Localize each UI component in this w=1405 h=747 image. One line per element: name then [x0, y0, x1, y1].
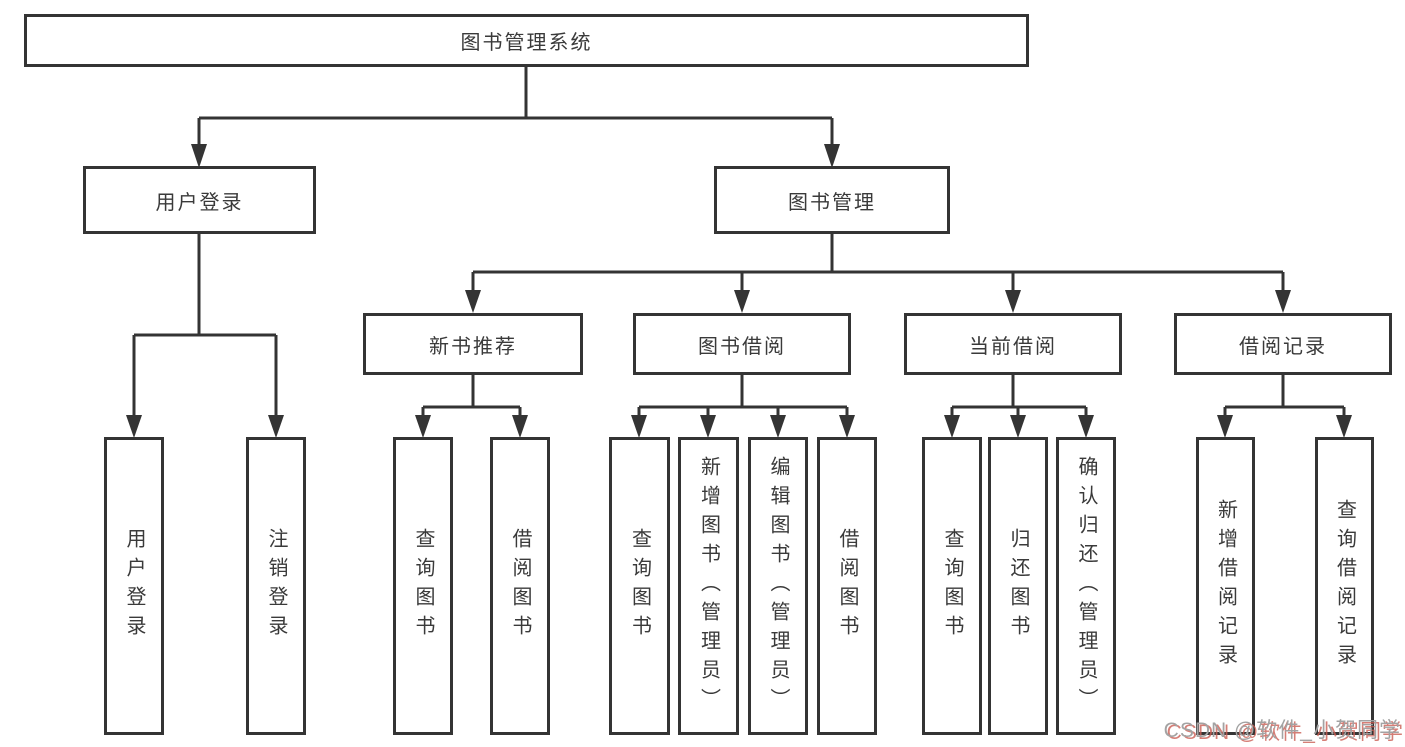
- leaf-query-books-recommend: 查询图书: [393, 437, 453, 735]
- leaf-return-book: 归还图书: [988, 437, 1048, 735]
- leaf-edit-book-admin-label: 编辑图书（管理员）: [767, 455, 789, 717]
- leaf-query-books-current-label: 查询图书: [941, 528, 963, 644]
- leaf-query-books-borrow: 查询图书: [609, 437, 670, 735]
- leaf-user-login-label: 用户登录: [123, 528, 145, 644]
- leaf-query-books-borrow-label: 查询图书: [628, 528, 651, 644]
- leaf-query-borrow-record-label: 查询借阅记录: [1333, 499, 1356, 673]
- leaf-edit-book-admin: 编辑图书（管理员）: [748, 437, 808, 735]
- leaf-borrow-books-recommend: 借阅图书: [490, 437, 550, 735]
- leaf-query-books-current: 查询图书: [922, 437, 982, 735]
- node-new-book-recommend: 新书推荐: [363, 313, 583, 375]
- node-book-borrow: 图书借阅: [633, 313, 851, 375]
- leaf-add-book-admin-label: 新增图书（管理员）: [697, 455, 720, 717]
- node-book-management: 图书管理: [714, 166, 950, 234]
- leaf-add-borrow-record: 新增借阅记录: [1196, 437, 1255, 735]
- leaf-logout-label: 注销登录: [265, 528, 287, 644]
- node-current-borrow-label: 当前借阅: [969, 335, 1057, 358]
- leaf-confirm-return-admin: 确认归还（管理员）: [1056, 437, 1116, 735]
- leaf-borrow-book: 借阅图书: [817, 437, 877, 735]
- node-book-borrow-label: 图书借阅: [698, 335, 786, 358]
- arrowheads: [126, 144, 1352, 438]
- leaf-logout: 注销登录: [246, 437, 306, 735]
- node-user-login-label: 用户登录: [155, 191, 244, 214]
- leaf-borrow-book-label: 借阅图书: [836, 528, 858, 644]
- node-new-book-recommend-label: 新书推荐: [429, 335, 517, 358]
- leaf-add-borrow-record-label: 新增借阅记录: [1214, 499, 1237, 673]
- node-root: 图书管理系统: [24, 14, 1029, 67]
- leaf-query-books-recommend-label: 查询图书: [412, 528, 434, 644]
- node-current-borrow: 当前借阅: [904, 313, 1122, 375]
- leaf-borrow-books-recommend-label: 借阅图书: [509, 528, 531, 644]
- leaf-confirm-return-admin-label: 确认归还（管理员）: [1075, 455, 1097, 717]
- leaf-query-borrow-record: 查询借阅记录: [1315, 437, 1374, 735]
- node-book-management-label: 图书管理: [788, 191, 876, 214]
- leaf-return-book-label: 归还图书: [1007, 528, 1029, 644]
- csdn-watermark: CSDN @软件_小贺同学: [1163, 719, 1401, 742]
- node-root-label: 图书管理系统: [460, 32, 593, 54]
- leaf-user-login: 用户登录: [104, 437, 164, 735]
- node-borrow-records: 借阅记录: [1174, 313, 1392, 375]
- leaf-add-book-admin: 新增图书（管理员）: [678, 437, 739, 735]
- node-borrow-records-label: 借阅记录: [1239, 335, 1327, 358]
- node-user-login: 用户登录: [83, 166, 316, 234]
